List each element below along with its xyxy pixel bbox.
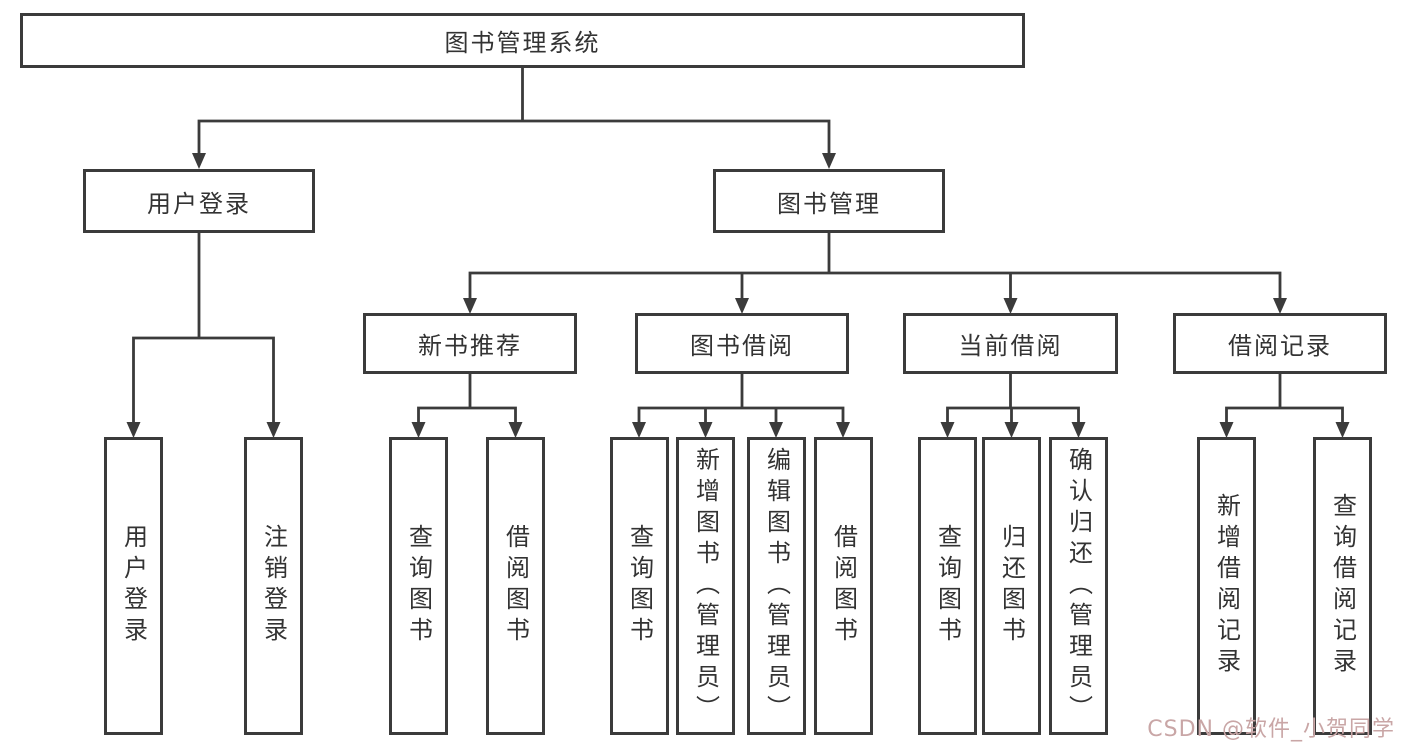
leaf-edit-book-admin: 编辑图书（管理员） <box>747 437 806 735</box>
node-new-book-recommend: 新书推荐 <box>363 313 577 374</box>
node-current-borrowing: 当前借阅 <box>903 313 1118 374</box>
leaf-add-borrow-record: 新增借阅记录 <box>1197 437 1256 735</box>
leaf-confirm-return-admin: 确认归还（管理员） <box>1049 437 1108 735</box>
leaf-return-book: 归还图书 <box>982 437 1041 735</box>
node-user-login: 用户登录 <box>83 169 315 233</box>
node-library-system: 图书管理系统 <box>20 13 1025 68</box>
leaf-query-book-recommend: 查询图书 <box>389 437 448 735</box>
node-book-borrowing: 图书借阅 <box>635 313 849 374</box>
leaf-query-book-current: 查询图书 <box>918 437 977 735</box>
leaf-add-book-admin: 新增图书（管理员） <box>676 437 735 735</box>
leaf-query-borrow-record: 查询借阅记录 <box>1313 437 1372 735</box>
leaf-user-login: 用户登录 <box>104 437 163 735</box>
arrowheads <box>126 153 1350 438</box>
leaf-query-book-borrowing: 查询图书 <box>610 437 669 735</box>
node-book-management: 图书管理 <box>713 169 945 233</box>
watermark: CSDN @软件_小贺同学 <box>1147 717 1395 742</box>
leaf-borrow-book-borrowing: 借阅图书 <box>814 437 873 735</box>
node-borrow-records: 借阅记录 <box>1173 313 1387 374</box>
leaf-borrow-book-recommend: 借阅图书 <box>486 437 545 735</box>
leaf-logout: 注销登录 <box>244 437 303 735</box>
